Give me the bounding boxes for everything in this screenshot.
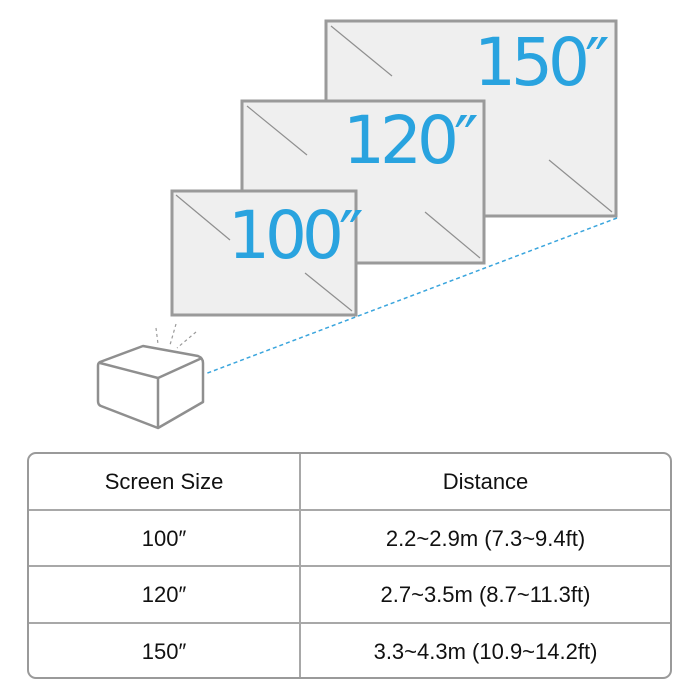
- diagram-graphics: [96, 19, 618, 430]
- screen-100: [170, 189, 358, 317]
- cell-screen-size: 150″: [29, 624, 301, 677]
- header-distance: Distance: [442, 469, 529, 494]
- header-screen-size: Screen Size: [29, 454, 301, 510]
- projection-beam-line: [204, 217, 618, 375]
- table-row: 150″ 3.3~4.3m (10.9~14.2ft): [29, 622, 670, 677]
- distance-table: Screen Size Distance 100″ 2.2~2.9m (7.3~…: [27, 452, 672, 679]
- table-row: 100″ 2.2~2.9m (7.3~9.4ft): [29, 509, 670, 566]
- table-header-row: Screen Size Distance: [29, 454, 670, 510]
- light-rays-icon: [155, 323, 197, 349]
- table-row: 120″ 2.7~3.5m (8.7~11.3ft): [29, 565, 670, 622]
- cell-distance: 2.2~2.9m (7.3~9.4ft): [385, 525, 586, 551]
- screen-100-label: 100″: [228, 197, 364, 274]
- screen-150-label: 150″: [474, 24, 610, 101]
- cell-distance: 3.3~4.3m (10.9~14.2ft): [373, 638, 598, 664]
- screen-120: [240, 99, 486, 265]
- cell-screen-size: 100″: [29, 511, 301, 566]
- projector-cube-icon: [96, 344, 205, 430]
- cell-distance: 2.7~3.5m (8.7~11.3ft): [380, 581, 591, 607]
- cell-screen-size: 120″: [29, 567, 301, 622]
- screen-120-label: 120″: [343, 102, 479, 179]
- projection-diagram: 150″ 120″ 100″: [96, 19, 618, 430]
